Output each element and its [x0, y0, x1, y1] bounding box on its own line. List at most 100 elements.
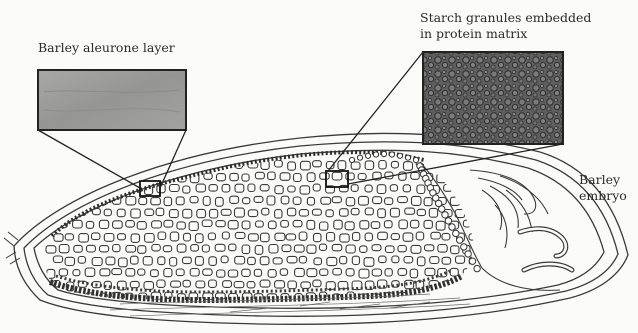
- endosperm-cell: [411, 220, 419, 228]
- endosperm-cell: [137, 222, 146, 230]
- endosperm-cell: [203, 197, 210, 206]
- endosperm-cell: [320, 173, 330, 180]
- endosperm-cell: [223, 281, 232, 288]
- endosperm-cell: [340, 256, 347, 263]
- endosperm-cell: [113, 245, 120, 252]
- endosperm-cell: [464, 196, 471, 204]
- endosperm-cell: [360, 221, 369, 229]
- endosperm-cell: [373, 197, 382, 204]
- endosperm-cell: [138, 269, 145, 275]
- endosperm-cell: [234, 282, 244, 288]
- endosperm-cell: [364, 258, 374, 267]
- endosperm-cell: [307, 197, 314, 205]
- endosperm-cell: [78, 257, 85, 264]
- endosperm-cell: [52, 161, 61, 169]
- endosperm-cell: [190, 197, 198, 203]
- endosperm-cell: [158, 232, 166, 240]
- endosperm-cell: [197, 209, 206, 217]
- endosperm-cell: [86, 221, 93, 228]
- endosperm-cell: [46, 246, 56, 253]
- endosperm-cell: [100, 269, 110, 276]
- endosperm-cell: [359, 269, 369, 278]
- endosperm-cell: [399, 220, 408, 229]
- endosperm-cell: [275, 160, 283, 167]
- endosperm-cell: [469, 234, 479, 240]
- endosperm-cell: [307, 220, 315, 229]
- endosperm-cell: [294, 174, 302, 182]
- scutellum-cell: [449, 224, 455, 230]
- endosperm-cell: [372, 245, 381, 251]
- scutellum-cell: [442, 212, 448, 218]
- endosperm-cell: [390, 208, 399, 217]
- endosperm-cell: [455, 282, 464, 289]
- endosperm-cell: [442, 257, 451, 264]
- endosperm-cell: [243, 198, 250, 204]
- endosperm-cell: [119, 162, 127, 168]
- endosperm-cell: [61, 196, 68, 203]
- endosperm-cell: [183, 280, 190, 287]
- endosperm-cell: [73, 270, 80, 276]
- endosperm-cell: [365, 233, 372, 241]
- endosperm-cell: [301, 161, 311, 170]
- endosperm-cell: [183, 257, 192, 263]
- starch-label: Starch granules embedded in protein matr…: [420, 10, 591, 42]
- scutellum-cell: [439, 206, 445, 212]
- endosperm-cell: [46, 198, 55, 206]
- endosperm-cell: [282, 245, 291, 252]
- endosperm-cell: [126, 221, 135, 228]
- endosperm-cell: [152, 245, 161, 251]
- endosperm-cell: [351, 208, 359, 214]
- endosperm-cell: [346, 245, 355, 253]
- scutellum-cell: [453, 230, 459, 236]
- endosperm-cell: [360, 246, 367, 253]
- endosperm-cell: [307, 173, 315, 182]
- endosperm-cell: [163, 246, 171, 252]
- epithelium-cell: [373, 152, 378, 157]
- endosperm-cell: [299, 256, 306, 263]
- endosperm-cell: [130, 281, 139, 287]
- endosperm-cell: [320, 222, 328, 230]
- endosperm-cells: [46, 160, 479, 303]
- endosperm-cell: [126, 269, 135, 277]
- endosperm-cell: [281, 196, 289, 204]
- endosperm-cell: [398, 197, 408, 203]
- endosperm-cell: [365, 185, 372, 192]
- embryo-radicle: [520, 229, 566, 256]
- endosperm-cell: [463, 294, 471, 302]
- endosperm-cell: [371, 222, 380, 229]
- endosperm-cell: [442, 233, 450, 240]
- endosperm-cell: [412, 196, 422, 205]
- endosperm-cell: [247, 282, 255, 288]
- endosperm-cell: [131, 209, 141, 218]
- endosperm-cell: [463, 174, 470, 182]
- endosperm-cell: [424, 198, 432, 206]
- endosperm-cell: [151, 198, 161, 205]
- endosperm-cell: [222, 232, 229, 239]
- aleurone-label: Barley aleurone layer: [38, 40, 175, 56]
- endosperm-cell: [74, 245, 83, 252]
- endosperm-cell: [217, 270, 225, 277]
- endosperm-cell: [86, 173, 95, 181]
- endosperm-cell: [404, 162, 413, 171]
- endosperm-cell: [332, 197, 341, 203]
- endosperm-cell: [385, 198, 393, 205]
- endosperm-cell: [65, 162, 73, 170]
- endosperm-cell: [261, 161, 269, 170]
- endosperm-cell: [67, 185, 77, 193]
- endosperm-cell: [190, 269, 199, 277]
- endosperm-cell: [248, 210, 257, 217]
- endosperm-cell: [404, 257, 413, 263]
- endosperm-cell: [171, 281, 181, 287]
- endosperm-cell: [152, 221, 162, 228]
- endosperm-cell: [469, 184, 476, 192]
- endosperm-cell: [365, 161, 373, 170]
- endosperm-cell: [390, 185, 397, 191]
- endosperm-cell: [208, 233, 215, 240]
- endosperm-cell: [307, 245, 316, 253]
- endosperm-cell: [358, 174, 366, 180]
- endosperm-cell: [300, 186, 310, 194]
- endosperm-cell: [379, 161, 386, 169]
- endosperm-cell: [156, 208, 164, 215]
- endosperm-cell: [299, 232, 307, 240]
